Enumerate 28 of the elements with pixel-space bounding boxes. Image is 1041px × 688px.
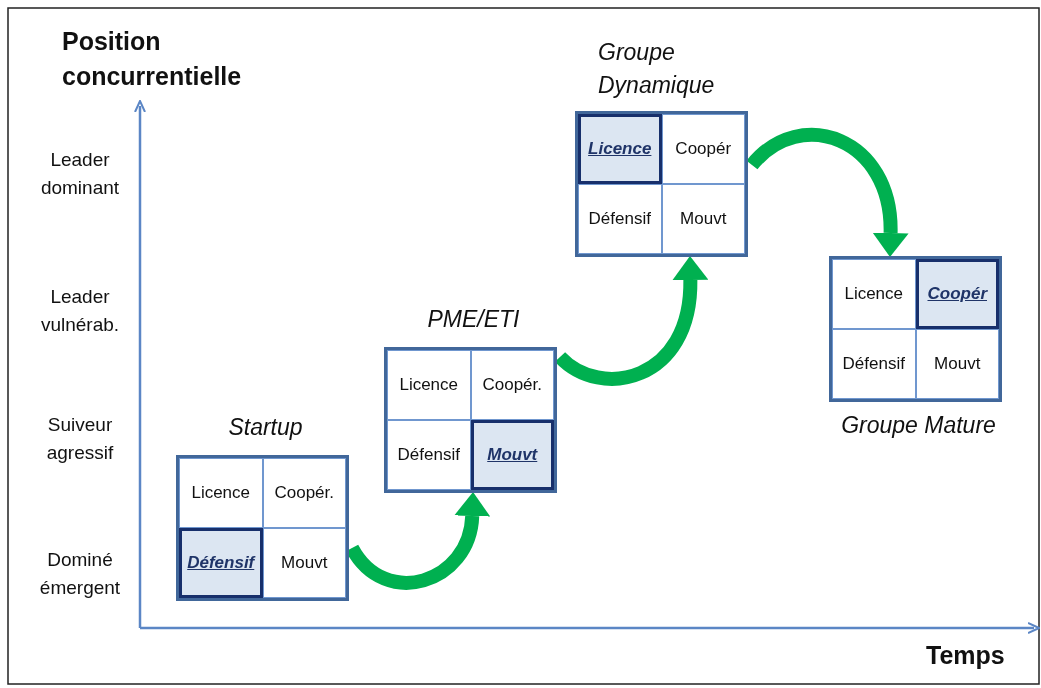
selected-strategy-cell: Licence — [578, 114, 662, 184]
strategy-cell: Mouvt — [661, 184, 745, 254]
axis-title: Temps — [926, 640, 1006, 671]
strategy-cell: Défensif — [578, 184, 662, 254]
strategy-cell: Coopér — [661, 114, 745, 184]
strategy-cell: Mouvt — [915, 329, 999, 399]
axis-tick-label: Leader vulnérab. — [39, 285, 121, 337]
strategy-cell: Licence — [832, 259, 916, 329]
axis-tick-label: Leader dominant — [39, 148, 121, 200]
selected-strategy-cell: Mouvt — [470, 420, 554, 490]
selected-strategy-cell: Coopér — [915, 259, 999, 329]
strategy-cell: Licence — [179, 458, 263, 528]
strategy-cell: Mouvt — [262, 528, 346, 598]
strategy-cell: Coopér. — [470, 350, 554, 420]
strategy-cell: Défensif — [387, 420, 471, 490]
curved-arrow — [747, 128, 909, 257]
axis-tick-label: Suiveur agressif — [45, 413, 115, 465]
matrix-heading: PME/ETI — [426, 306, 521, 333]
strategy-cell: Licence — [387, 350, 471, 420]
matrix-heading: Startup — [227, 414, 304, 441]
selected-strategy-cell: Défensif — [179, 528, 263, 598]
strategy-cell: Coopér. — [262, 458, 346, 528]
matrix-heading: Groupe Dynamique — [598, 38, 716, 100]
axis-title: Position concurrentielle — [62, 26, 243, 92]
matrix-heading: Groupe Mature — [840, 412, 997, 439]
curved-arrow — [555, 256, 709, 386]
strategy-cell: Défensif — [832, 329, 916, 399]
axis-tick-label: Dominé émergent — [38, 548, 122, 600]
